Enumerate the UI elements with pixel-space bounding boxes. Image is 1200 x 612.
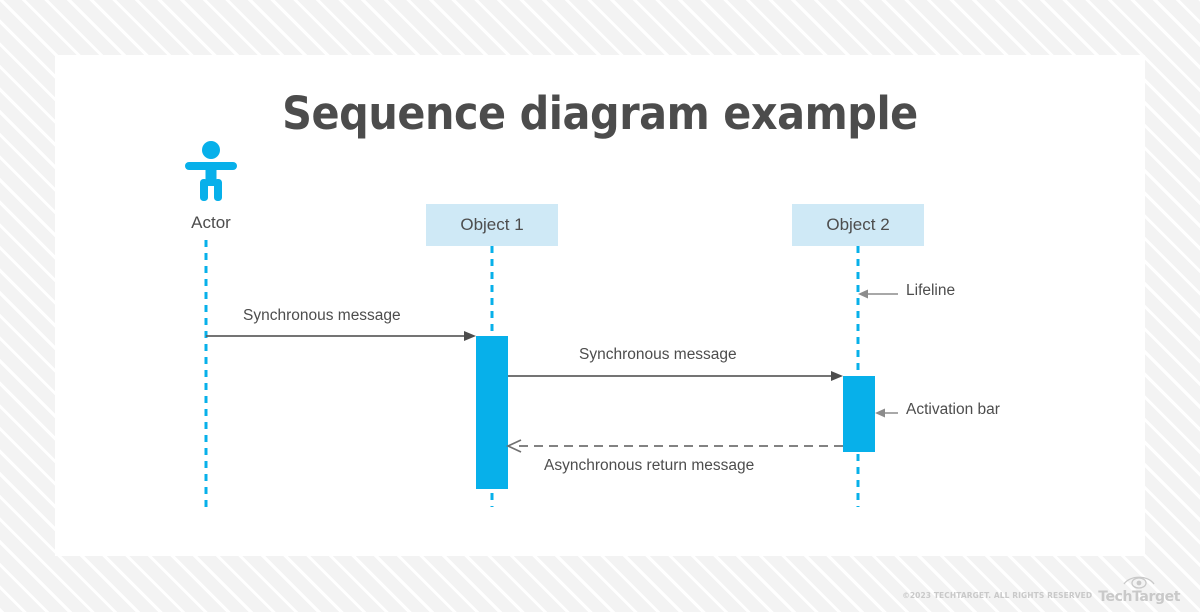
sequence-diagram-canvas: [55, 55, 1145, 556]
techtarget-wordmark: TechTarget: [1098, 589, 1180, 605]
message-label-1: Synchronous message: [243, 307, 401, 324]
actor-stick-figure-icon: [185, 141, 237, 201]
message-arrow-1: [206, 331, 476, 341]
diagram-svg: [204, 240, 898, 507]
message-label-3: Asynchronous return message: [544, 457, 755, 474]
annotation-label-activation-bar: Activation bar: [906, 401, 1000, 418]
message-arrow-2: [508, 371, 843, 381]
annotation-label-lifeline: Lifeline: [906, 282, 956, 299]
activation-bar-annotation-arrow: [875, 408, 898, 418]
participant-object1-label: Object 1: [460, 215, 524, 234]
page-title: Sequence diagram example: [282, 87, 918, 140]
participant-object1-box[interactable]: Object 1: [426, 204, 558, 246]
copyright-text: ©2023 TECHTARGET. ALL RIGHTS RESERVED: [902, 591, 1093, 600]
slide-card: Sequence diagram example: [55, 55, 1145, 556]
footer: ©2023 TECHTARGET. ALL RIGHTS RESERVED Te…: [902, 573, 1180, 604]
actor-label: Actor: [191, 213, 231, 232]
participant-actor: Actor: [171, 140, 251, 233]
techtarget-logo: TechTarget: [1098, 573, 1180, 604]
eye-icon: [1123, 576, 1155, 589]
lifeline-annotation-arrow: [858, 289, 898, 299]
participant-object2-box[interactable]: Object 2: [792, 204, 924, 246]
message-label-2: Synchronous message: [579, 346, 737, 363]
object1-activation-bar: [476, 336, 508, 489]
message-arrow-3: [505, 439, 843, 453]
object2-activation-bar: [843, 376, 875, 452]
participant-object2-label: Object 2: [826, 215, 890, 234]
